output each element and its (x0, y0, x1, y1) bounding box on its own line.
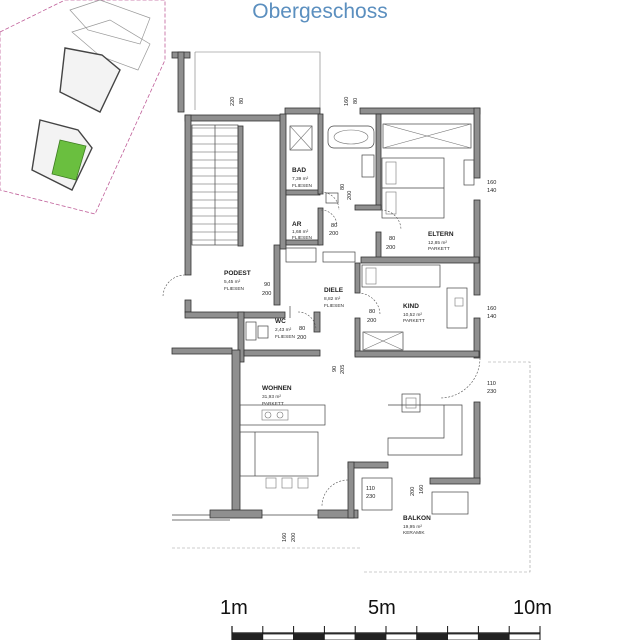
dim-win-kind-2: 140 (487, 314, 496, 320)
scale-segment (262, 633, 294, 640)
bed-kind (361, 264, 441, 288)
room-name-ar: AR (292, 221, 302, 228)
room-area-bad: 7,39 m² (292, 176, 309, 182)
unit-highlight (51, 139, 87, 181)
dim-win-kind-1: 160 (487, 306, 496, 312)
kitchen-island (239, 431, 319, 477)
room-name-kind: KIND (403, 303, 419, 310)
site-boundary (0, 0, 166, 215)
room-area-diele: 8,82 m² (324, 296, 341, 302)
dim-win-wohnen-2: 230 (487, 389, 496, 395)
dim-win-wohnen-1: 110 (487, 381, 496, 387)
room-area-ar: 1,68 m² (292, 229, 309, 235)
dim-kind-door-1: 80 (369, 309, 375, 315)
scale-bar: 1m 5m 10m (220, 597, 552, 640)
room-floor-podest: FLIESEN (224, 286, 245, 292)
dim-win-eltern-2: 140 (487, 188, 496, 194)
sofa (387, 404, 463, 456)
dim-diele-open-1: 90 (332, 366, 338, 372)
dimension-labels: 220 80 160 80 80 200 80 200 90 200 80 20… (230, 97, 496, 542)
dim-bad-door-1: 80 (340, 184, 346, 190)
dim-top-b-1: 160 (344, 97, 350, 106)
room-name-wohnen: WOHNEN (262, 385, 292, 392)
room-floor-eltern: PARKETT (428, 246, 450, 252)
site-key-plan (0, 0, 166, 215)
room-floor-kind: PARKETT (403, 318, 425, 324)
dim-kind-door-2: 200 (367, 318, 376, 324)
room-area-wohnen: 31,93 m² (262, 394, 281, 400)
room-labels: BAD 7,39 m² FLIESEN AR 1,68 m² FLIESEN P… (224, 167, 454, 536)
dim-bottom-1: 160 (282, 533, 288, 542)
scale-segment (508, 633, 541, 640)
room-floor-diele: FLIESEN (324, 303, 345, 309)
dim-podest-door-2: 200 (262, 291, 271, 297)
dim-balkon-door-2: 230 (366, 494, 375, 500)
scale-label-1m: 1m (220, 597, 248, 619)
room-area-kind: 10,52 m² (403, 312, 422, 318)
room-floor-ar: FLIESEN (292, 235, 313, 241)
scale-segment (385, 633, 418, 640)
dim-ar-door-1: 80 (331, 223, 337, 229)
room-area-podest: 5,45 m² (224, 279, 241, 285)
scale-segment (416, 633, 448, 640)
dim-podest-door-1: 90 (264, 282, 270, 288)
room-area-eltern: 12,85 m² (428, 240, 447, 246)
scale-segment (447, 633, 479, 640)
desk (446, 287, 468, 329)
scale-segment (231, 633, 264, 640)
scale-segment (354, 633, 387, 640)
room-name-balkon: BALKON (403, 515, 431, 522)
dim-win-eltern-1: 160 (487, 180, 496, 186)
wardrobe-eltern (382, 123, 472, 149)
dim-diele-open-2: 205 (340, 365, 346, 374)
balcony-lounge (361, 477, 393, 511)
room-name-bad: BAD (292, 167, 306, 174)
room-floor-wohnen: PARKETT (262, 401, 284, 407)
dim-ar-door-2: 200 (329, 231, 338, 237)
dim-top-a-1: 220 (230, 97, 236, 106)
dim-eltern-door-2: 200 (386, 245, 395, 251)
page-title: Obergeschoss (252, 0, 388, 23)
room-area-wc: 2,43 m² (275, 327, 292, 333)
coffee-table (401, 393, 421, 413)
scale-segment (477, 633, 510, 640)
wc-toilet (257, 325, 269, 339)
kitchen-counter (239, 404, 326, 426)
furniture (239, 123, 475, 515)
dim-bottom-2: 200 (291, 533, 297, 542)
room-name-eltern: ELTERN (428, 231, 454, 238)
scale-segment (293, 633, 325, 640)
room-floor-balkon: KERAMIK (403, 530, 425, 536)
toilet (325, 192, 339, 204)
dim-eltern-door-1: 80 (389, 236, 395, 242)
dim-balkon-door-1: 110 (366, 486, 375, 492)
room-name-diele: DIELE (324, 287, 344, 294)
dim-wohnen-win-2: 160 (419, 485, 425, 494)
dim-bad-door-2: 200 (347, 191, 353, 200)
dim-top-b-2: 80 (353, 98, 359, 104)
building-block-upper (59, 47, 121, 113)
room-name-podest: PODEST (224, 270, 251, 277)
room-floor-wc: FLIESEN (275, 334, 296, 340)
dim-wc-door-1: 80 (299, 326, 305, 332)
room-floor-bad: FLIESEN (292, 183, 313, 189)
dim-top-a-2: 80 (239, 98, 245, 104)
dim-wohnen-win-1: 200 (410, 487, 416, 496)
room-area-balkon: 19,95 m² (403, 524, 422, 530)
scale-label-5m: 5m (368, 597, 396, 619)
bathtub (327, 125, 375, 149)
dim-wc-door-2: 200 (297, 335, 306, 341)
shower (289, 125, 313, 151)
scale-segment (323, 633, 356, 640)
staircase (191, 124, 239, 246)
room-name-wc: WC (275, 318, 286, 325)
scale-label-10m: 10m (513, 597, 552, 619)
walls (171, 51, 481, 519)
wardrobe-kind (362, 331, 404, 351)
doors (162, 191, 481, 507)
